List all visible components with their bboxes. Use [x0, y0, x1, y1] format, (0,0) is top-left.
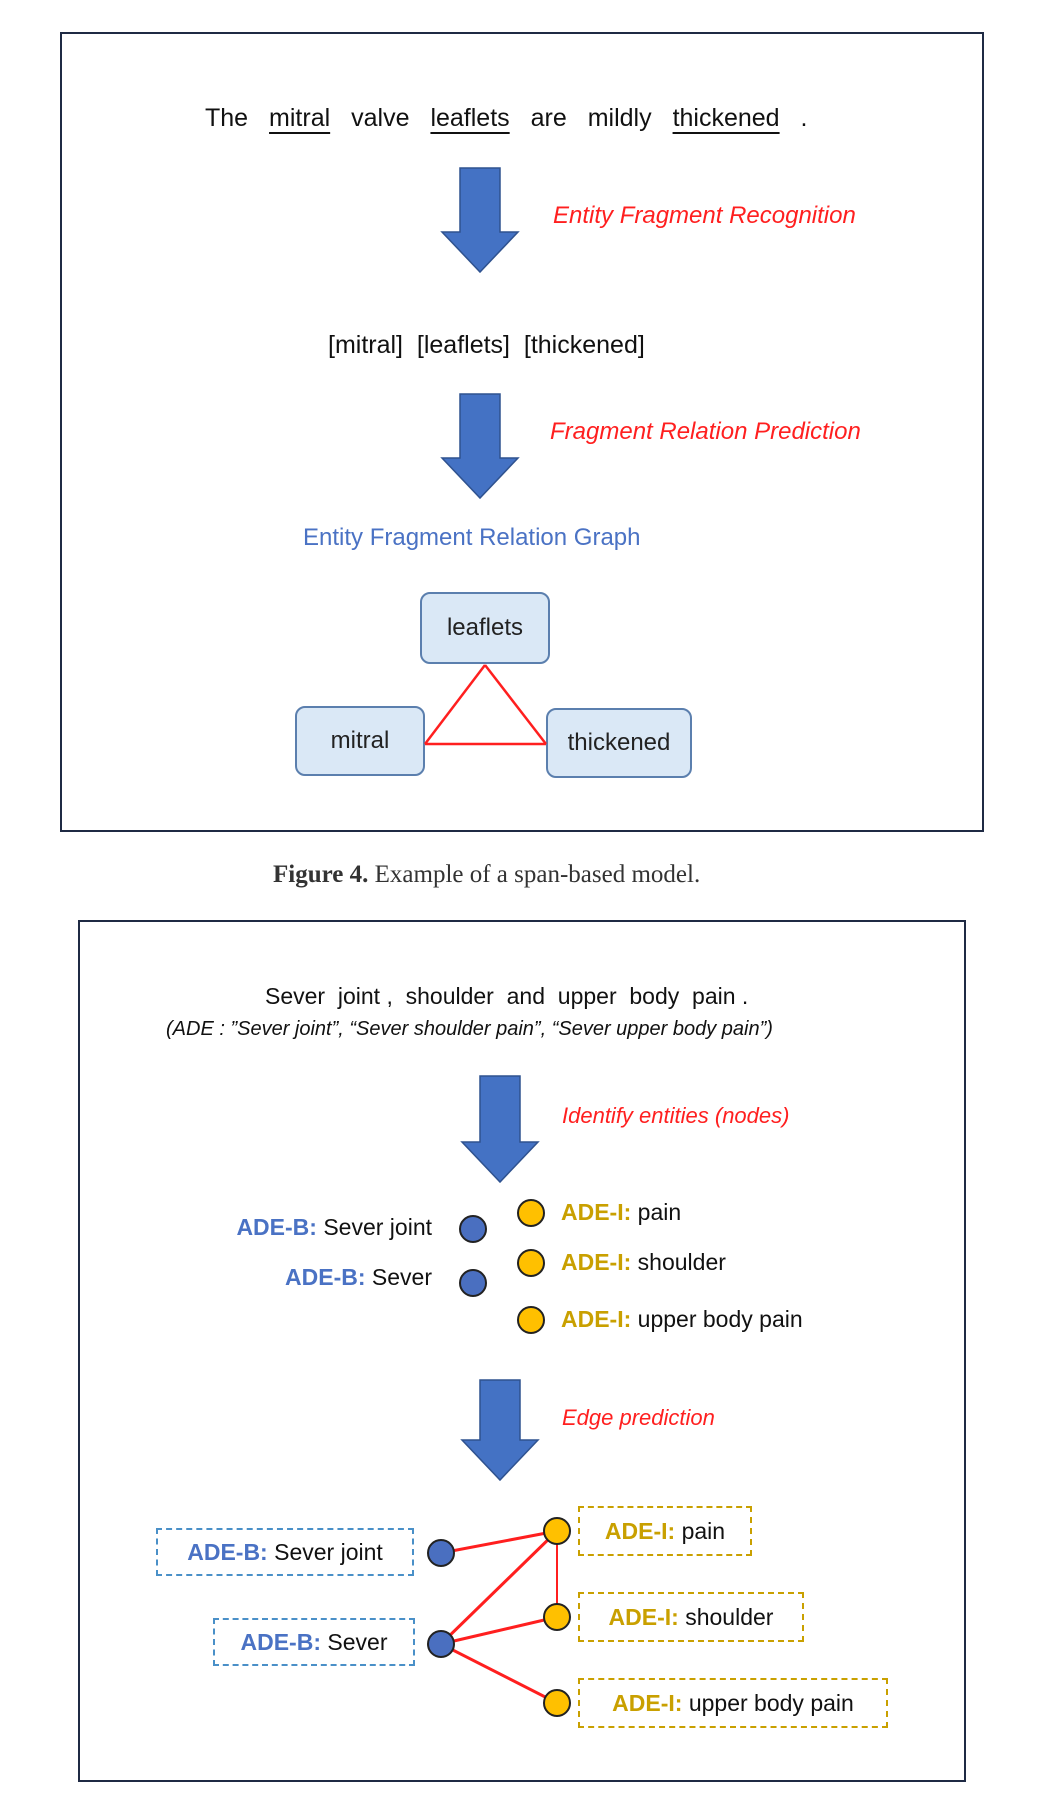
prediction-edge	[440, 1642, 558, 1705]
ade-b-box: ADE-B: Sever joint	[156, 1528, 414, 1576]
down-arrow-icon	[440, 167, 520, 274]
graph-node-label: mitral	[330, 727, 390, 754]
ade-i-box: ADE-I: upper body pain	[578, 1678, 888, 1728]
ade-b-tag: ADE-B:	[236, 1214, 317, 1240]
prediction-edge	[440, 1529, 558, 1555]
fragment-list: [mitral] [leaflets] [thickened]	[328, 331, 645, 359]
token-valve: valve	[351, 104, 410, 132]
down-arrow-icon	[460, 1379, 540, 1482]
ade-i-tag: ADE-I:	[608, 1603, 679, 1630]
example-sentence-2: Sever joint , shoulder and upper body pa…	[265, 983, 749, 1009]
ade-b-entity: Sever	[371, 1264, 432, 1290]
ade-b-entity: Sever joint	[323, 1214, 432, 1240]
ade-b-tag: ADE-B:	[240, 1628, 322, 1655]
ade-i-tag: ADE-I:	[561, 1306, 632, 1332]
figure-caption: Figure 4. Example of a span-based model.	[273, 861, 700, 889]
ade-i-node	[543, 1517, 571, 1545]
ade-b-node	[459, 1215, 487, 1243]
ade-i-tag: ADE-I:	[561, 1199, 632, 1225]
step-fragment-relation-prediction: Fragment Relation Prediction	[550, 418, 861, 445]
token-mildly: mildly	[587, 104, 652, 132]
prediction-edge	[439, 1529, 559, 1646]
ade-i-label: ADE-I: shoulder	[561, 1249, 726, 1276]
ade-i-node	[543, 1689, 571, 1717]
ade-i-box: ADE-I: shoulder	[578, 1592, 804, 1642]
down-arrow-icon	[460, 1075, 540, 1184]
relation-edge	[484, 664, 547, 745]
graph-model-panel	[78, 920, 966, 1782]
ade-i-entity: shoulder	[685, 1603, 774, 1630]
graph-node-label: thickened	[567, 729, 671, 756]
ade-b-tag: ADE-B:	[187, 1538, 268, 1565]
ade-i-label: ADE-I: pain	[561, 1199, 681, 1226]
ade-b-label: ADE-B: Sever	[285, 1264, 432, 1291]
ade-i-entity: shoulder	[637, 1249, 726, 1275]
ade-i-node	[543, 1603, 571, 1631]
ade-b-box: ADE-B: Sever	[213, 1618, 415, 1666]
ade-i-tag: ADE-I:	[604, 1517, 676, 1544]
token-are: are	[530, 104, 567, 132]
caption-text: Example of a span-based model.	[368, 861, 701, 888]
caption-label: Figure 4.	[273, 861, 369, 888]
ade-i-entity: upper body pain	[688, 1689, 854, 1716]
ade-b-node	[459, 1269, 487, 1297]
graph-node-thickened: thickened	[546, 708, 692, 778]
step-entity-fragment-recognition: Entity Fragment Recognition	[553, 202, 856, 229]
ade-i-entity: pain	[637, 1199, 682, 1225]
ade-i-tag: ADE-I:	[612, 1689, 683, 1716]
span-model-panel	[60, 32, 984, 832]
graph-node-leaflets: leaflets	[420, 592, 550, 664]
ade-b-entity: Sever	[327, 1628, 388, 1655]
step-edge-prediction: Edge prediction	[562, 1405, 715, 1430]
ade-i-entity: pain	[681, 1517, 726, 1544]
ade-i-tag: ADE-I:	[561, 1249, 632, 1275]
ade-i-node	[517, 1306, 545, 1334]
ade-annotation: (ADE : ”Sever joint”, “Sever shoulder pa…	[166, 1018, 773, 1040]
token-the: The	[205, 104, 249, 132]
token-mitral: mitral	[269, 104, 331, 132]
graph-node-mitral: mitral	[295, 706, 425, 776]
ade-b-label: ADE-B: Sever joint	[236, 1214, 432, 1241]
ade-i-entity: upper body pain	[637, 1306, 803, 1332]
token-thickened: thickened	[672, 104, 780, 132]
ade-i-node	[517, 1199, 545, 1227]
relation-edge	[424, 664, 486, 745]
graph-title: Entity Fragment Relation Graph	[303, 524, 641, 551]
down-arrow-icon	[440, 393, 520, 500]
ade-i-box: ADE-I: pain	[578, 1506, 752, 1556]
ade-b-node	[427, 1539, 455, 1567]
token-period: .	[800, 104, 808, 132]
token-leaflets: leaflets	[430, 104, 510, 132]
ade-i-label: ADE-I: upper body pain	[561, 1306, 803, 1333]
ade-i-node	[517, 1249, 545, 1277]
ade-b-tag: ADE-B:	[285, 1264, 366, 1290]
ade-b-entity: Sever joint	[274, 1538, 383, 1565]
step-identify-entities: Identify entities (nodes)	[562, 1103, 790, 1128]
graph-node-label: leaflets	[446, 614, 524, 641]
example-sentence: The mitral valve leaflets are mildly thi…	[205, 104, 822, 133]
prediction-edge	[440, 1615, 558, 1646]
ade-b-node	[427, 1630, 455, 1658]
